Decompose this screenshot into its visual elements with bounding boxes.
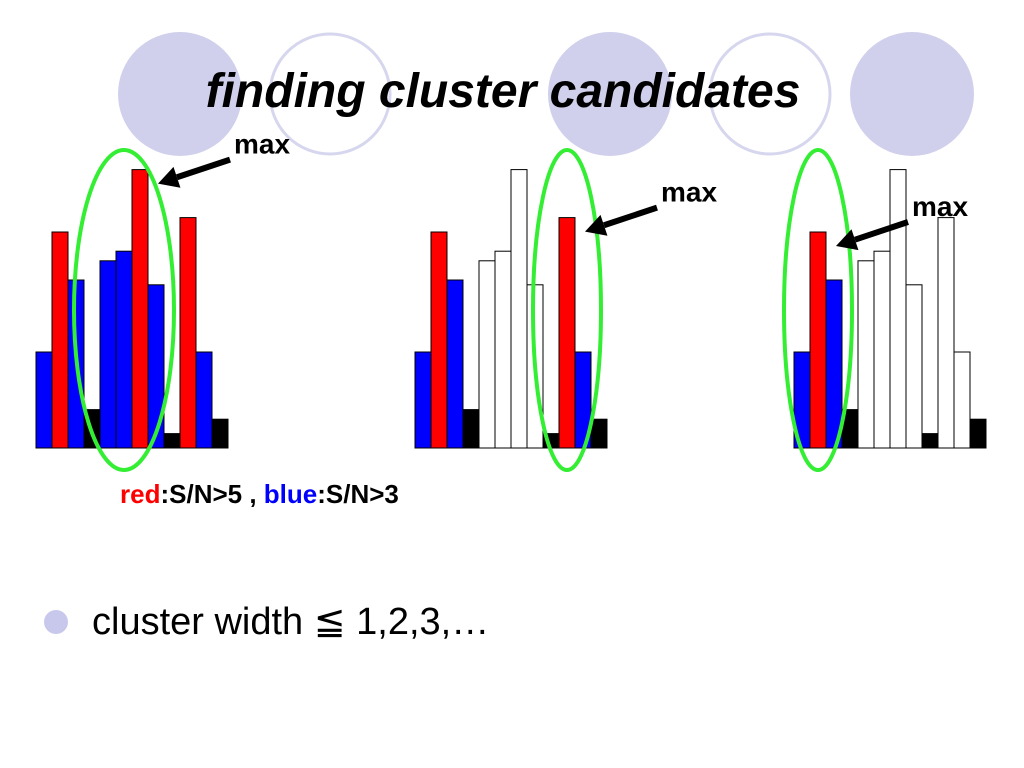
panel-2-strip-4 [462, 409, 480, 449]
panel-1-strip-5 [99, 260, 117, 449]
panel-3-strip-8 [905, 284, 923, 449]
panel-2-max-arrowhead [585, 214, 608, 236]
panel-1-max-arrowhead [158, 166, 181, 188]
panel-1-strip-9 [163, 433, 181, 449]
panel-3-strip-11 [953, 351, 971, 449]
panel-1-strip-2 [51, 231, 69, 449]
decor-circle-ring [708, 32, 832, 156]
panel-1-strip-11 [195, 351, 213, 449]
legend-blue-rule: :S/N>3 [317, 479, 399, 509]
panel-3-strip-7 [889, 169, 907, 449]
panel-3-max-arrowhead [836, 229, 859, 251]
cluster-diagram: max max max [35, 129, 987, 472]
panel-3-strip-2 [809, 231, 827, 449]
panel-2-strip-3 [446, 279, 464, 449]
panel-3-strip-12 [969, 418, 987, 449]
panel-3-max-arrow [854, 219, 909, 243]
panel-1-strip-8 [147, 284, 165, 449]
panel-1-max-label: max [234, 129, 290, 160]
panel-2-strip-6 [494, 250, 512, 449]
title-decoration [118, 32, 974, 156]
bullet-text: cluster width ≦ 1,2,3,… [92, 601, 490, 643]
panel-2-strip-12 [590, 418, 608, 449]
decor-circle-filled [118, 32, 242, 156]
panel-3-strip-9 [921, 433, 939, 449]
panel-2-strip-10 [558, 217, 576, 449]
panel-1-strip-10 [179, 217, 197, 449]
panel-2-strip-1 [414, 351, 432, 449]
slide-title: finding cluster candidates [205, 65, 801, 118]
decor-circle-ring [268, 32, 392, 156]
panel-3-strip-10 [937, 217, 955, 449]
bullet-dot-icon [44, 610, 68, 634]
decor-circle-filled [548, 32, 672, 156]
panel-1-strip-1 [35, 351, 53, 449]
panel-2-max-arrow [603, 204, 658, 229]
panel-3-strip-6 [873, 250, 891, 449]
panel-3-strip-3 [825, 279, 843, 449]
panel-3-cluster-ellipse [782, 148, 854, 472]
panel-2-strip-7 [510, 169, 528, 449]
panel-1-max-arrow [176, 156, 231, 181]
legend-red-word: red [120, 479, 161, 509]
legend-blue-word: blue [263, 479, 318, 509]
legend-red-rule: :S/N>5 , [160, 479, 264, 509]
legend: red:S/N>5 , blue:S/N>3 [120, 478, 399, 510]
panel-3-max-label: max [912, 191, 968, 222]
panel-2-cluster-ellipse [531, 148, 603, 472]
decor-circle-filled [850, 32, 974, 156]
panel-2-max-label: max [661, 177, 717, 208]
panel-2-strip-2 [430, 231, 448, 449]
panel-1-strip-7 [131, 169, 149, 449]
panel-2-strip-5 [478, 260, 496, 449]
panel-3-strip-5 [857, 260, 875, 449]
panel-1-strip-12 [211, 418, 229, 449]
panel-1-cluster-ellipse [72, 148, 176, 472]
panel-1-strip-6 [115, 250, 133, 449]
